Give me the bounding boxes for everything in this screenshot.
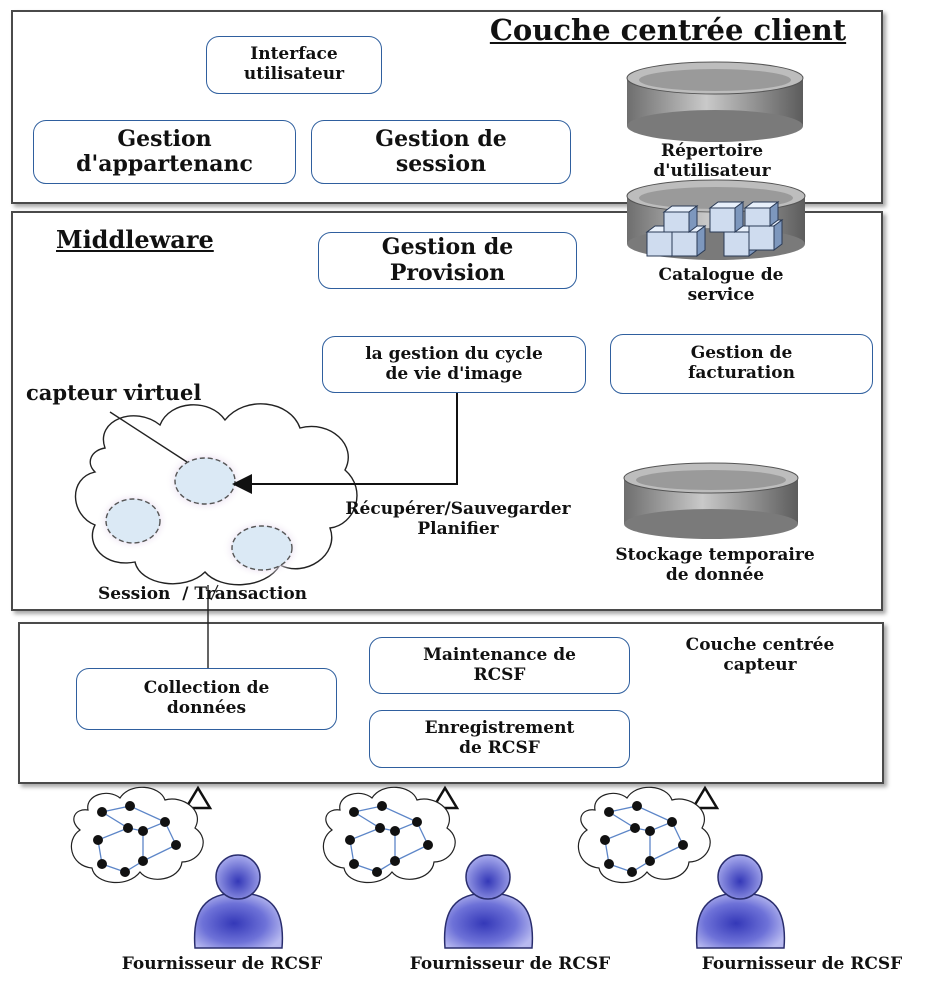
virtual-sensor-label: capteur virtuel	[26, 380, 202, 405]
service-catalog-label: Catalogue de service	[658, 265, 784, 305]
provision-management-box: Gestion de Provision	[318, 232, 577, 289]
provider-group-3	[577, 785, 786, 949]
session-management-box: Gestion de session	[311, 120, 571, 184]
wsn-cloud-icon	[322, 786, 456, 884]
data-collection-box: Collection de données	[76, 668, 337, 730]
person-icon	[193, 854, 284, 949]
rcsf-registration-box: Enregistrement de RCSF	[369, 710, 630, 768]
provider-group-2	[322, 785, 534, 949]
user-interface-label: Interface utilisateur	[243, 44, 345, 84]
provider-label-1: Fournisseur de RCSF	[121, 954, 323, 974]
sensor-layer-title: Couche centrée capteur	[685, 635, 835, 675]
image-lifecycle-box: la gestion du cycle de vie d'image	[322, 336, 586, 393]
billing-management-label: Gestion de facturation	[688, 343, 795, 383]
membership-management-box: Gestion d'appartenanc	[33, 120, 296, 184]
provider-label-3: Fournisseur de RCSF	[701, 954, 903, 974]
sensor-node-triangle-icon	[690, 785, 720, 810]
person-icon	[443, 854, 534, 949]
provision-management-label: Gestion de Provision	[381, 234, 514, 286]
client-layer-title: Couche centrée client	[489, 13, 847, 47]
temp-storage-cylinder-icon	[623, 462, 799, 539]
sensor-node-triangle-icon	[183, 785, 213, 810]
billing-management-box: Gestion de facturation	[610, 334, 873, 394]
middleware-title: Middleware	[56, 225, 214, 254]
user-interface-box: Interface utilisateur	[206, 36, 382, 94]
user-repository-cylinder-icon	[626, 61, 804, 142]
wsn-cloud-icon	[577, 786, 711, 884]
image-lifecycle-label: la gestion du cycle de vie d'image	[365, 343, 543, 384]
provider-label-2: Fournisseur de RCSF	[409, 954, 611, 974]
membership-management-label: Gestion d'appartenanc	[76, 125, 253, 177]
rcsf-maintenance-box: Maintenance de RCSF	[369, 637, 630, 694]
user-repository-label: Répertoire d'utilisateur	[653, 141, 771, 181]
service-cubes-icon	[645, 201, 784, 257]
rcsf-registration-label: Enregistrement de RCSF	[424, 718, 575, 758]
wsn-cloud-icon	[70, 786, 204, 884]
person-icon	[695, 854, 786, 949]
virtual-sensor-cloud-icon	[74, 403, 358, 586]
temp-storage-label: Stockage temporaire de donnée	[615, 545, 815, 585]
session-management-label: Gestion de session	[375, 125, 507, 177]
virtual-sensor-pointer	[109, 411, 188, 463]
session-transaction-label: Session / Transaction	[98, 584, 308, 604]
rcsf-maintenance-label: Maintenance de RCSF	[423, 644, 576, 685]
provider-group-1	[70, 785, 284, 949]
retrieve-save-schedule-label: Récupérer/Sauvegarder Planifier	[345, 499, 571, 539]
session-slash	[210, 584, 219, 601]
data-collection-label: Collection de données	[143, 678, 270, 718]
image-lifecycle-arrow	[232, 393, 458, 494]
